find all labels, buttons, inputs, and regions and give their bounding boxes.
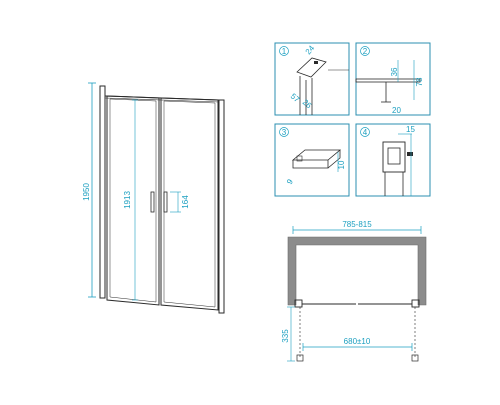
detail-4-label-a: 15 <box>406 125 415 134</box>
door-height-label: 1913 <box>123 191 132 209</box>
right-handle <box>163 191 168 213</box>
fixing-screw <box>314 61 318 64</box>
left-door-glass <box>109 98 157 303</box>
top-rail-inner <box>104 97 220 103</box>
hinge-screw <box>407 152 413 156</box>
door-depth-label: 335 <box>281 329 290 343</box>
panel-number: 2 <box>363 47 368 56</box>
right-door-handle-open <box>411 354 419 362</box>
hinge-inner <box>387 147 401 165</box>
detail-panel-3: 3 10 9 <box>274 123 350 197</box>
right-door-glass <box>163 100 216 308</box>
top-corner-bracket <box>296 57 327 78</box>
right-door-leaf <box>160 97 219 311</box>
left-door-handle-open <box>296 354 304 362</box>
right-hinge <box>411 299 420 308</box>
panel-number-badge <box>360 46 370 56</box>
detail-2-label-b: 78 <box>415 77 424 86</box>
left-hinge <box>294 299 303 308</box>
total-height-label: 1950 <box>82 183 91 201</box>
detail-2-label-c: 20 <box>392 106 401 115</box>
right-wall-profile <box>218 99 225 314</box>
left-door-leaf <box>106 95 160 306</box>
detail-panel-2: 2 36 78 20 <box>355 42 431 116</box>
panel-number-badge <box>279 46 289 56</box>
top-rail-section <box>355 78 421 83</box>
left-wall-profile <box>99 85 106 299</box>
detail-2-label-a: 36 <box>390 67 399 76</box>
vertical-profile <box>299 76 313 115</box>
panel-number-badge <box>279 127 289 137</box>
panel-border <box>355 123 431 197</box>
wall-section <box>287 236 427 306</box>
handle-height-label: 164 <box>181 195 190 209</box>
detail-panel-1: 1 24 57 26 <box>274 42 350 116</box>
detail-panel-4: 4 15 <box>355 123 431 197</box>
opening-label: 680±10 <box>344 337 371 346</box>
hinge-body <box>382 141 406 173</box>
left-handle <box>150 191 155 213</box>
handle-side-face <box>327 150 341 169</box>
detail-3-label-a: 10 <box>337 160 346 169</box>
handle-front-face <box>292 160 329 169</box>
panel-number-badge <box>360 127 370 137</box>
panel-number: 4 <box>363 128 368 137</box>
detail-3-label-b: 9 <box>285 177 295 186</box>
width-range-label: 785-815 <box>342 220 372 229</box>
panel-number: 3 <box>282 128 287 137</box>
plan-view: 785-815 335 680±10 <box>281 220 427 362</box>
front-view: 1950 1913 164 <box>82 82 225 314</box>
panel-number: 1 <box>282 47 287 56</box>
handle-end-cap <box>296 155 303 162</box>
